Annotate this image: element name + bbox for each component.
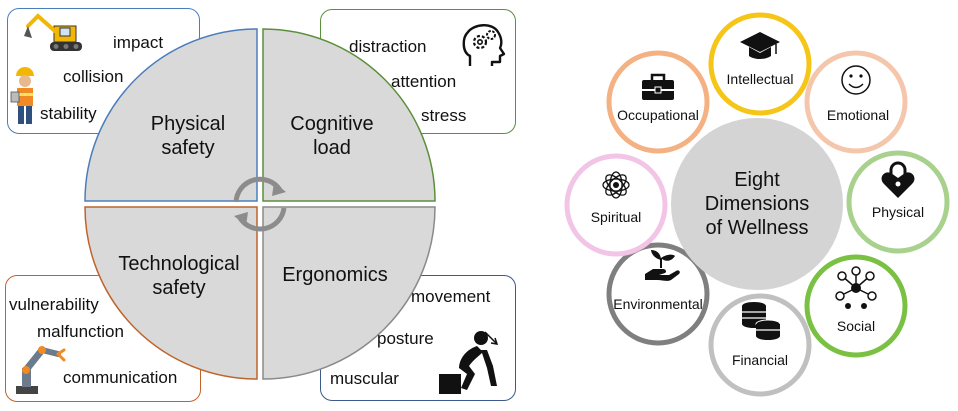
physical-line-2: safety <box>161 137 215 159</box>
excavator-icon <box>24 13 82 51</box>
dimension-ring-financial <box>708 293 812 397</box>
term-stress: stress <box>421 106 467 125</box>
heart-lock-icon <box>881 161 915 198</box>
dimension-ring-intellectual <box>708 12 812 116</box>
technological-line-1: Technological <box>118 253 240 275</box>
lifting-worker-icon <box>439 331 499 394</box>
ergonomics-quadrant-label: Ergonomics <box>270 263 400 287</box>
dimension-label-physical: Physical <box>872 204 924 220</box>
dimension-label-environmental: Environmental <box>613 296 703 312</box>
dimension-label-occupational: Occupational <box>617 107 699 123</box>
coin-stack-icon <box>742 302 781 340</box>
cycle-arrows-icon <box>233 176 287 232</box>
term-vulnerability: vulnerability <box>9 295 99 314</box>
term-muscular: muscular <box>330 369 399 388</box>
graduation-cap-icon <box>740 32 780 59</box>
ergonomics-quadrant <box>262 206 436 380</box>
lotus-icon <box>602 171 630 199</box>
head-gears-icon <box>462 24 506 66</box>
term-communication: communication <box>63 368 178 387</box>
ergonomics-line-1: Ergonomics <box>282 264 388 286</box>
dimension-ring-occupational <box>606 50 710 154</box>
term-posture: posture <box>377 329 434 348</box>
dimension-label-emotional: Emotional <box>827 107 889 123</box>
term-attention: attention <box>391 72 457 91</box>
cognitive-quadrant <box>262 28 436 202</box>
term-distraction: distraction <box>349 37 427 56</box>
technological-line-2: safety <box>152 277 206 299</box>
briefcase-icon <box>642 73 674 100</box>
dimension-ring-physical <box>846 150 950 254</box>
wellness-center-line-1: Eight <box>734 169 780 191</box>
cognitive-quadrant-label: Cognitive load <box>272 112 392 160</box>
wellness-center-circle <box>671 118 843 290</box>
dimension-label-spiritual: Spiritual <box>591 209 642 225</box>
dimension-ring-environmental <box>606 242 710 346</box>
technological-quadrant-label: Technological safety <box>104 252 254 300</box>
term-malfunction: malfunction <box>37 322 124 341</box>
cognitive-line-2: load <box>313 137 351 159</box>
term-collision: collision <box>63 67 124 86</box>
term-stability: stability <box>40 104 97 123</box>
wellness-center-line-2: Dimensions <box>705 193 809 215</box>
physical-line-1: Physical <box>150 113 226 135</box>
network-people-icon <box>835 266 877 309</box>
construction-worker-icon <box>10 67 34 124</box>
physical-quadrant <box>84 28 258 202</box>
term-impact: impact <box>113 33 164 52</box>
dimension-label-intellectual: Intellectual <box>727 71 794 87</box>
physical-quadrant-label: Physical safety <box>128 112 248 160</box>
cognitive-line-1: Cognitive <box>290 113 374 135</box>
term-movement: movement <box>411 287 491 306</box>
dimension-ring-social <box>804 254 908 358</box>
dimension-ring-spiritual <box>564 153 668 257</box>
technological-quadrant <box>84 206 258 380</box>
smiley-face-icon <box>841 65 871 95</box>
dimension-ring-emotional <box>804 50 908 154</box>
dimension-label-social: Social <box>837 318 875 334</box>
wellness-center-line-3: of Wellness <box>705 217 808 239</box>
robot-arm-icon <box>16 346 66 394</box>
dimension-label-financial: Financial <box>732 352 788 368</box>
hand-plant-icon <box>645 250 680 281</box>
